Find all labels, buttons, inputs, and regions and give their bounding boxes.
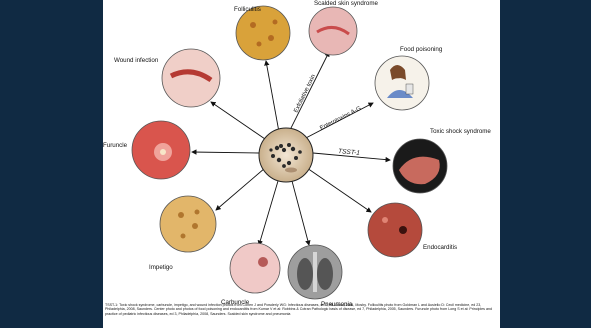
label-food: Food poisoning: [400, 46, 443, 53]
node-pneumonia: [288, 245, 342, 299]
node-endocarditis: [368, 203, 422, 257]
arrow-endocarditis: [307, 168, 371, 212]
node-impetigo: [160, 196, 216, 252]
left-dark-panel: [0, 0, 103, 328]
label-wound: Wound infection: [114, 57, 159, 64]
node-wound: [162, 49, 220, 107]
node-scalded: [309, 7, 357, 55]
label-furuncle: Furuncle: [103, 142, 128, 149]
node-tss: [393, 139, 447, 193]
node-furuncle: [132, 121, 190, 179]
arrow-folliculitis: [266, 61, 279, 132]
label-impetigo: Impetigo: [149, 264, 173, 271]
center-micrograph: [259, 128, 313, 182]
right-dark-panel: [500, 0, 591, 328]
arrow-wound: [211, 102, 265, 139]
bottom-strip: [0, 328, 591, 333]
arrow-pneumonia: [292, 181, 309, 245]
arrow-furuncle: [192, 152, 259, 153]
node-folliculitis: [236, 6, 290, 60]
toxin-enterotoxins: Enterotoxins A-G: [319, 106, 362, 132]
slide-content: Exfoliative toxin Enterotoxins A-G TSST-…: [103, 0, 500, 328]
staph-diagram: Exfoliative toxin Enterotoxins A-G TSST-…: [103, 0, 500, 328]
label-endocarditis: Endocarditis: [423, 244, 457, 251]
node-carbuncle: [230, 243, 280, 293]
node-food: [375, 56, 429, 110]
label-scalded: Scalded skin syndrome: [314, 0, 379, 7]
toxin-exfoliative: Exfoliative toxin: [293, 74, 317, 114]
label-folliculitis: Folliculitis: [234, 6, 261, 13]
arrow-impetigo: [216, 168, 265, 210]
label-tss: Toxic shock syndrome: [430, 128, 491, 135]
arrow-carbuncle: [259, 181, 278, 245]
figure-caption: TSST-1: Toxic shock syndrome, carbuncle,…: [105, 303, 498, 316]
